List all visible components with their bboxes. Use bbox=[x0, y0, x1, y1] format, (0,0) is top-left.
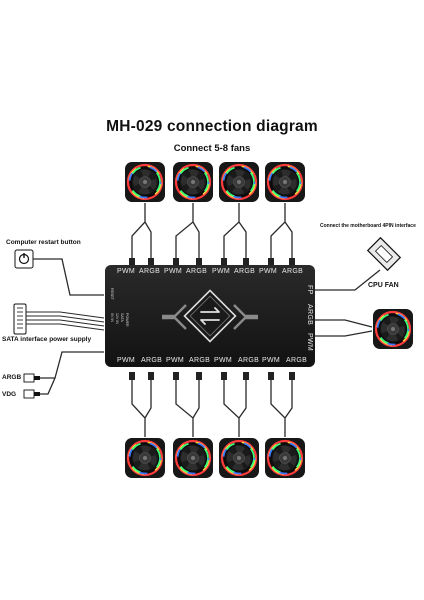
port-top-2: ARGB bbox=[139, 268, 161, 275]
port-top-8: ARGB bbox=[282, 268, 304, 275]
diagram-title: MH-029 connection diagram bbox=[106, 118, 318, 135]
port-bottom-5: PWM bbox=[214, 357, 233, 364]
fan-top-3 bbox=[217, 160, 261, 204]
port-left-12v: 12V IN bbox=[115, 313, 119, 324]
port-bottom-7: PWM bbox=[262, 357, 281, 364]
fan-top-1 bbox=[123, 160, 167, 204]
bottom-plugs bbox=[129, 372, 295, 380]
port-bottom-1: PWM bbox=[117, 357, 136, 364]
sata-cable bbox=[26, 311, 105, 331]
port-bottom-4: ARGB bbox=[189, 357, 211, 364]
fan-top-4 bbox=[263, 160, 307, 204]
port-top-4: ARGB bbox=[186, 268, 208, 275]
port-right-fp: FP bbox=[306, 285, 313, 295]
label-vdg: VDG bbox=[2, 391, 17, 398]
port-right-pwm: PWM bbox=[306, 333, 313, 352]
label-computer-restart: Computer restart button bbox=[6, 239, 81, 246]
fan-right bbox=[371, 307, 415, 351]
restart-button-icon bbox=[14, 249, 34, 269]
port-top-1: PWM bbox=[117, 268, 136, 275]
label-cpu-fan: CPU FAN bbox=[368, 282, 399, 289]
port-right-argb: ARGB bbox=[306, 304, 313, 326]
bottom-cables bbox=[131, 380, 293, 437]
hub-body bbox=[105, 265, 315, 367]
argb-cable bbox=[40, 351, 104, 395]
port-left-reset: RESET bbox=[110, 288, 114, 300]
port-left-power: POWER bbox=[125, 313, 129, 327]
diagram-subtitle: Connect 5-8 fans bbox=[173, 143, 251, 154]
label-motherboard: Connect the motherboard 4PIN interface bbox=[320, 223, 416, 229]
fan-bottom-2 bbox=[171, 436, 215, 480]
fan-bottom-3 bbox=[217, 436, 261, 480]
restart-cable bbox=[33, 258, 104, 296]
right-fan-cables bbox=[315, 319, 373, 337]
port-bottom-2: ARGB bbox=[141, 357, 163, 364]
port-top-5: PWM bbox=[212, 268, 231, 275]
port-bottom-6: ARGB bbox=[238, 357, 260, 364]
sata-connector-icon bbox=[13, 303, 27, 335]
port-top-6: ARGB bbox=[234, 268, 256, 275]
port-left-5v: 5V IN bbox=[110, 313, 114, 322]
top-plugs bbox=[129, 258, 295, 266]
label-argb: ARGB bbox=[2, 374, 22, 381]
port-bottom-8: ARGB bbox=[286, 357, 308, 364]
cpu-fan-cable bbox=[315, 269, 381, 291]
fan-bottom-1 bbox=[123, 436, 167, 480]
argb-plug-icon bbox=[23, 373, 40, 399]
port-top-3: PWM bbox=[164, 268, 183, 275]
fan-bottom-4 bbox=[263, 436, 307, 480]
port-bottom-3: PWM bbox=[166, 357, 185, 364]
cpu-fan-icon bbox=[366, 236, 402, 272]
top-cables bbox=[131, 203, 293, 262]
port-top-7: PWM bbox=[259, 268, 278, 275]
port-left-sata: SATA bbox=[120, 313, 124, 322]
label-sata: SATA interface power supply bbox=[2, 336, 92, 343]
fan-top-2 bbox=[171, 160, 215, 204]
